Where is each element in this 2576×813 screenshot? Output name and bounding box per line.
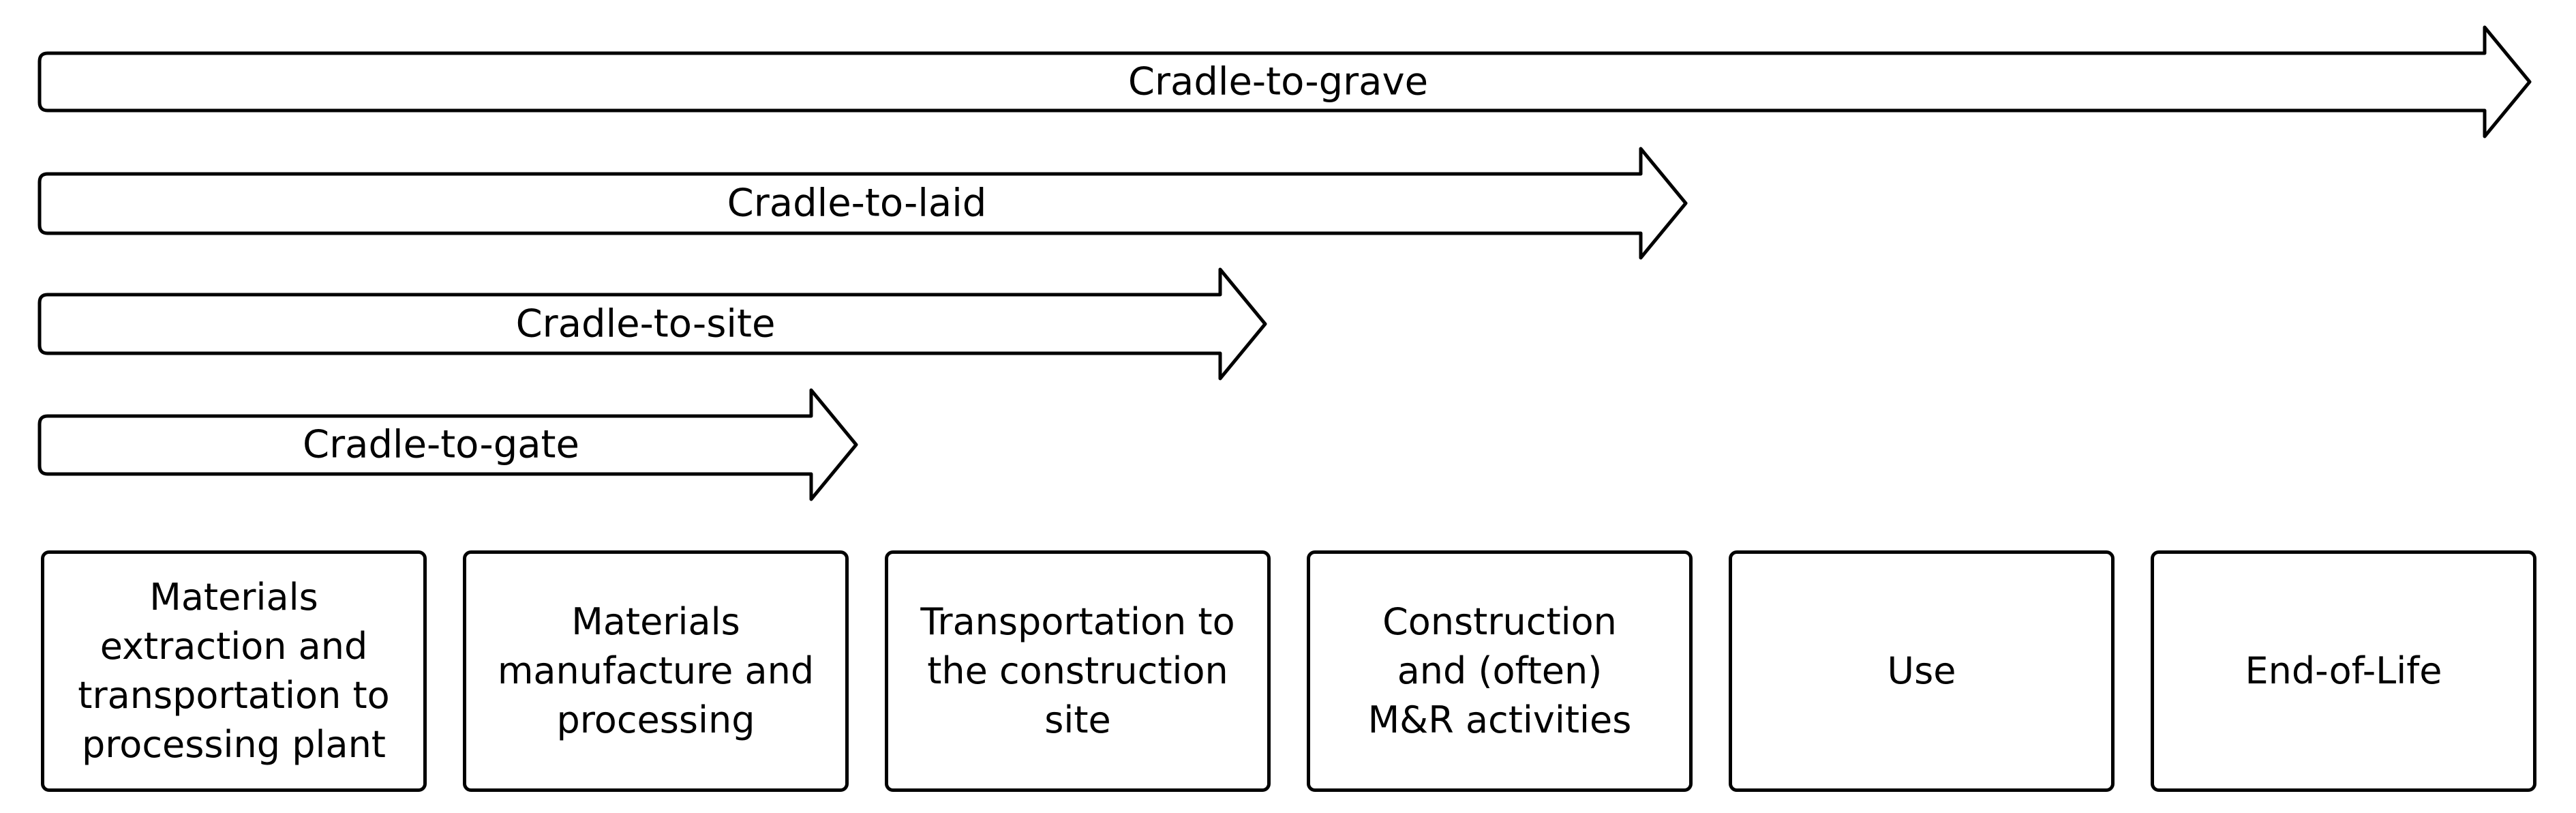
stage-box-materials-extraction: Materials extraction and transportation …: [41, 550, 427, 792]
stage-label: Materials extraction and transportation …: [78, 576, 390, 766]
stage-box-construction: Construction and (often) M&R activities: [1307, 550, 1693, 792]
arrow-label: Cradle-to-grave: [1128, 60, 1428, 104]
stage-box-use: Use: [1729, 550, 2115, 792]
arrow-label: Cradle-to-gate: [303, 423, 579, 467]
arrow-cradle-to-laid: Cradle-to-laid: [37, 147, 1688, 260]
arrow-label: Cradle-to-site: [516, 302, 776, 346]
stage-label: End-of-Life: [2245, 649, 2442, 692]
arrow-label: Cradle-to-laid: [727, 181, 987, 226]
stage-label: Transportation to the construction site: [920, 600, 1235, 741]
arrow-cradle-to-gate: Cradle-to-gate: [37, 388, 858, 501]
stage-label: Materials manufacture and processing: [497, 600, 815, 741]
stage-label: Use: [1887, 649, 1956, 692]
stage-label: Construction and (often) M&R activities: [1367, 600, 1632, 741]
arrow-cradle-to-site: Cradle-to-site: [37, 267, 1267, 381]
arrow-cradle-to-grave: Cradle-to-grave: [37, 25, 2532, 138]
stage-box-transportation: Transportation to the construction site: [885, 550, 1271, 792]
stage-box-manufacture: Materials manufacture and processing: [463, 550, 849, 792]
stage-box-end-of-life: End-of-Life: [2151, 550, 2536, 792]
